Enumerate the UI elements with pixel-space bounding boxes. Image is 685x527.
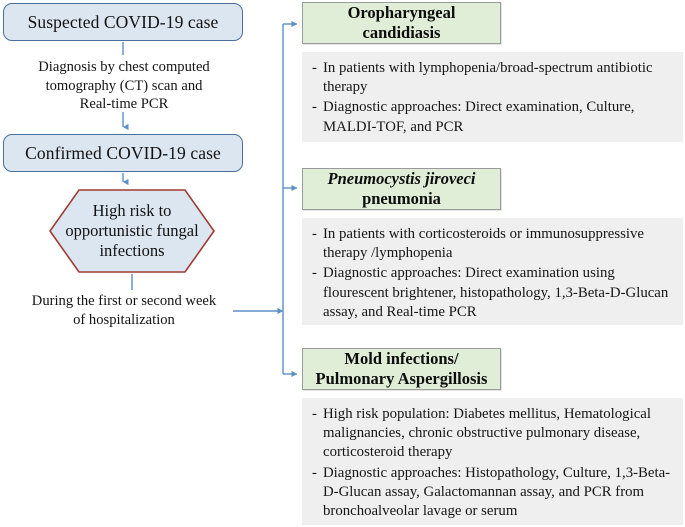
branch-title-oropharyngeal-candidiasis[interactable]: Oropharyngeal candidiasis: [302, 2, 501, 44]
hexagon-label-line-1: High risk to: [92, 201, 172, 221]
hexagon-shape: [49, 189, 215, 273]
branch-details-oropharyngeal-candidiasis: In patients with lymphopenia/broad-spect…: [302, 52, 683, 142]
branch-1-bullet-2: Diagnostic approaches: Direct examinatio…: [312, 98, 673, 136]
node-high-risk-hexagon[interactable]: High risk to opportunistic fungal infect…: [48, 188, 216, 274]
branch-3-title-line-1: Mold infections/: [344, 348, 459, 368]
edge-label-diagnosis-line-2: tomography (CT) scan and: [45, 77, 203, 94]
branch-1-bullet-1: In patients with lymphopenia/broad-spect…: [312, 59, 673, 97]
branch-1-title-line-2: candidiasis: [362, 23, 441, 42]
branch-1-title-line-1: Oropharyngeal: [347, 2, 456, 22]
branch-title-pneumocystis-jiroveci-pneumonia[interactable]: Pneumocystis jiroveci pneumonia: [302, 168, 501, 210]
branch-details-pneumocystis-jiroveci-pneumonia: In patients with corticosteroids or immu…: [302, 218, 683, 325]
branch-title-mold-infections-pulmonary-aspergillosis[interactable]: Mold infections/ Pulmonary Aspergillosis: [302, 348, 501, 390]
branch-3-title-line-2: Pulmonary Aspergillosis: [315, 369, 488, 388]
branch-3-bullet-2: Diagnostic approaches: Histopathology, C…: [312, 464, 673, 522]
edge-label-timing-line-2: of hospitalization: [73, 311, 175, 328]
node-confirmed-covid-case[interactable]: Confirmed COVID-19 case: [3, 134, 243, 172]
branch-1-bullet-list: In patients with lymphopenia/broad-spect…: [312, 59, 673, 137]
branch-details-mold-infections-pulmonary-aspergillosis: High risk population: Diabetes mellitus,…: [302, 398, 683, 525]
hexagon-label-line-3: infections: [99, 240, 165, 260]
branch-2-title-line-2: pneumonia: [362, 189, 441, 208]
edge-label-hospitalization-timing: During the first or second week of hospi…: [10, 292, 238, 329]
node-suspected-covid-case[interactable]: Suspected COVID-19 case: [3, 3, 243, 41]
branch-2-bullet-list: In patients with corticosteroids or immu…: [312, 225, 673, 322]
edge-label-timing-line-1: During the first or second week: [31, 293, 217, 309]
branch-2-title-line-1: Pneumocystis jiroveci: [327, 168, 476, 188]
branch-3-bullet-list: High risk population: Diabetes mellitus,…: [312, 405, 673, 521]
branch-2-bullet-1: In patients with corticosteroids or immu…: [312, 225, 673, 263]
branch-3-bullet-1: High risk population: Diabetes mellitus,…: [312, 405, 673, 463]
hexagon-label-line-2: opportunistic fungal: [65, 221, 199, 241]
edge-label-diagnosis-line-1: Diagnosis by chest computed: [38, 59, 210, 75]
edge-label-diagnosis-line-3: Real-time PCR: [79, 96, 169, 113]
edge-label-diagnosis-method: Diagnosis by chest computed tomography (…: [18, 58, 230, 114]
hexagon-label: High risk to opportunistic fungal infect…: [48, 188, 216, 274]
branch-2-bullet-2: Diagnostic approaches: Direct examinatio…: [312, 264, 673, 322]
